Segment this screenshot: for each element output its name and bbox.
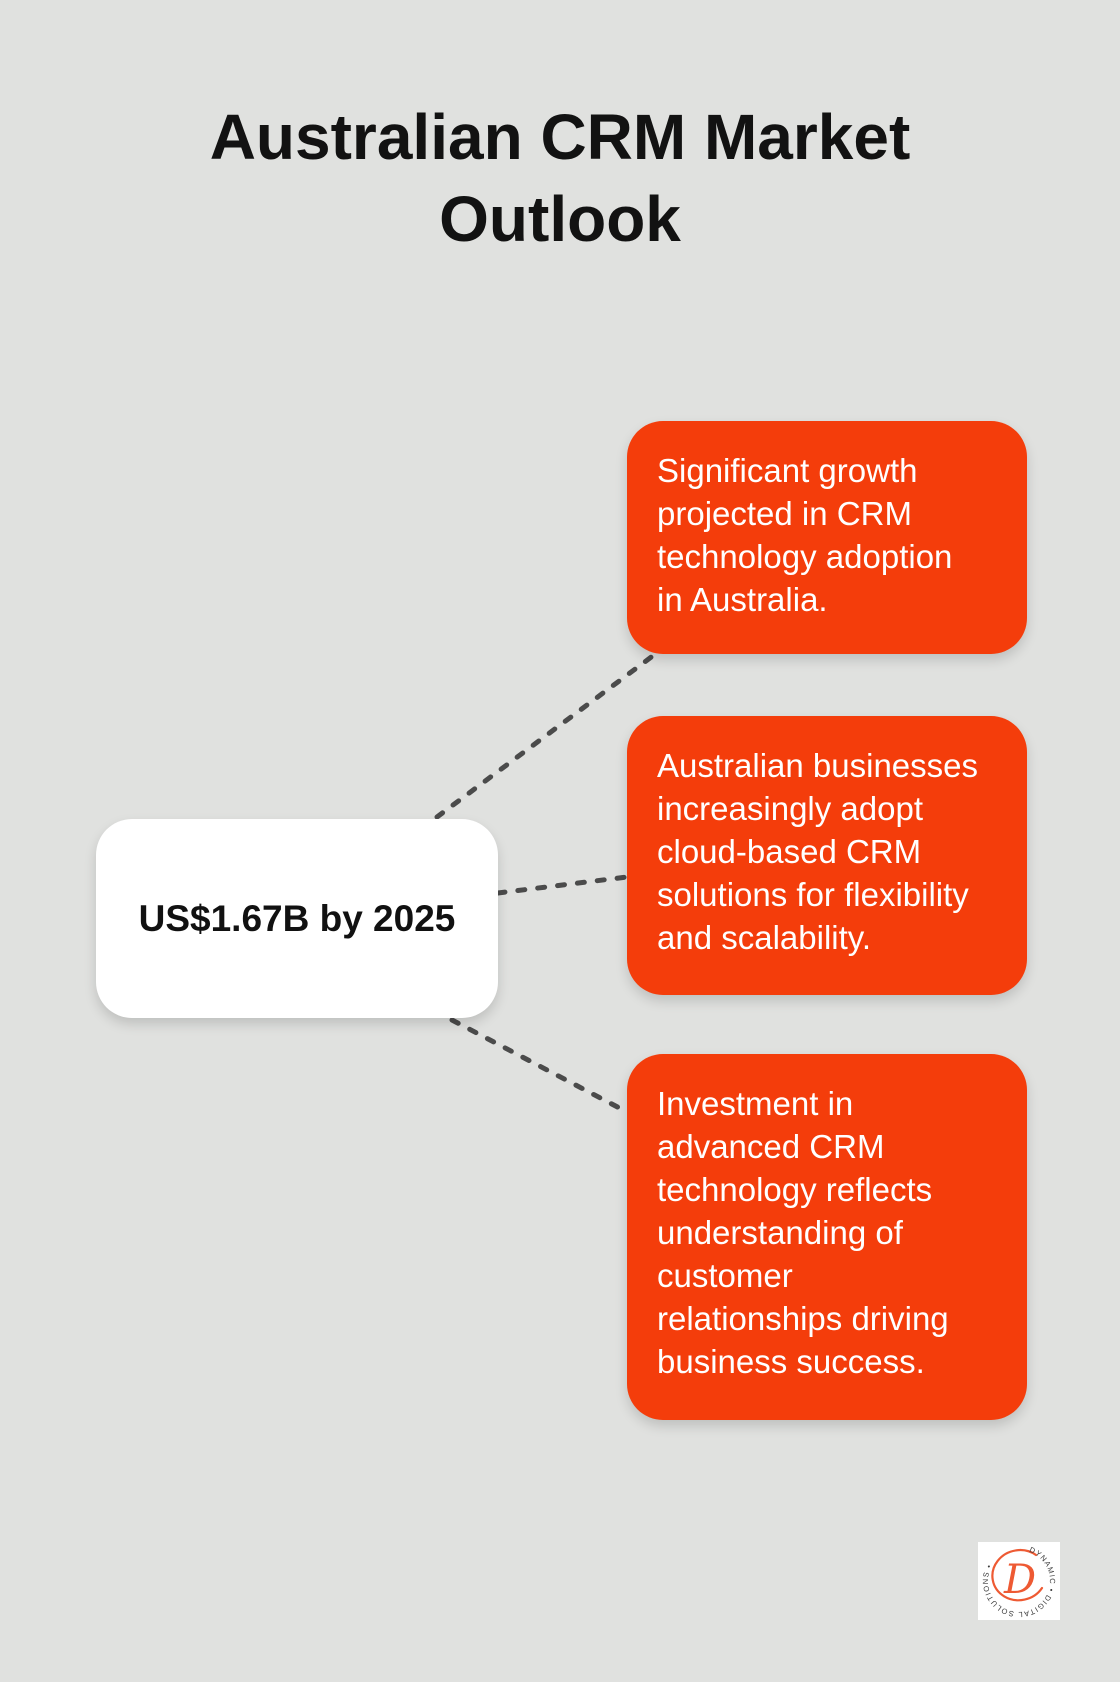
branch-text: Significant growth projected in CRM tech… (657, 452, 953, 618)
center-node: US$1.67B by 2025 (96, 819, 498, 1018)
page-title: Australian CRM Market Outlook (209, 101, 911, 255)
center-node-label: US$1.67B by 2025 (138, 897, 456, 939)
connector-line-bottom (449, 1017, 630, 1115)
connector-line-top (434, 649, 661, 820)
branch-box-growth: Significant growth projected in CRM tech… (627, 421, 1027, 654)
brand-logo: D DYNAMIC • DIGITAL SOLUTIONS • (978, 1542, 1060, 1620)
branch-text: Australian businesses increasingly adopt… (657, 747, 979, 956)
logo-background (978, 1542, 1060, 1620)
branch-box-investment: Investment in advanced CRM technology re… (627, 1054, 1027, 1420)
logo-mark-d: D (1003, 1557, 1036, 1603)
connector-line-middle (495, 874, 630, 896)
branch-text: Investment in advanced CRM technology re… (657, 1085, 949, 1380)
branch-box-cloud-adoption: Australian businesses increasingly adopt… (627, 716, 1027, 995)
logo-swirl-icon (991, 1548, 1044, 1602)
